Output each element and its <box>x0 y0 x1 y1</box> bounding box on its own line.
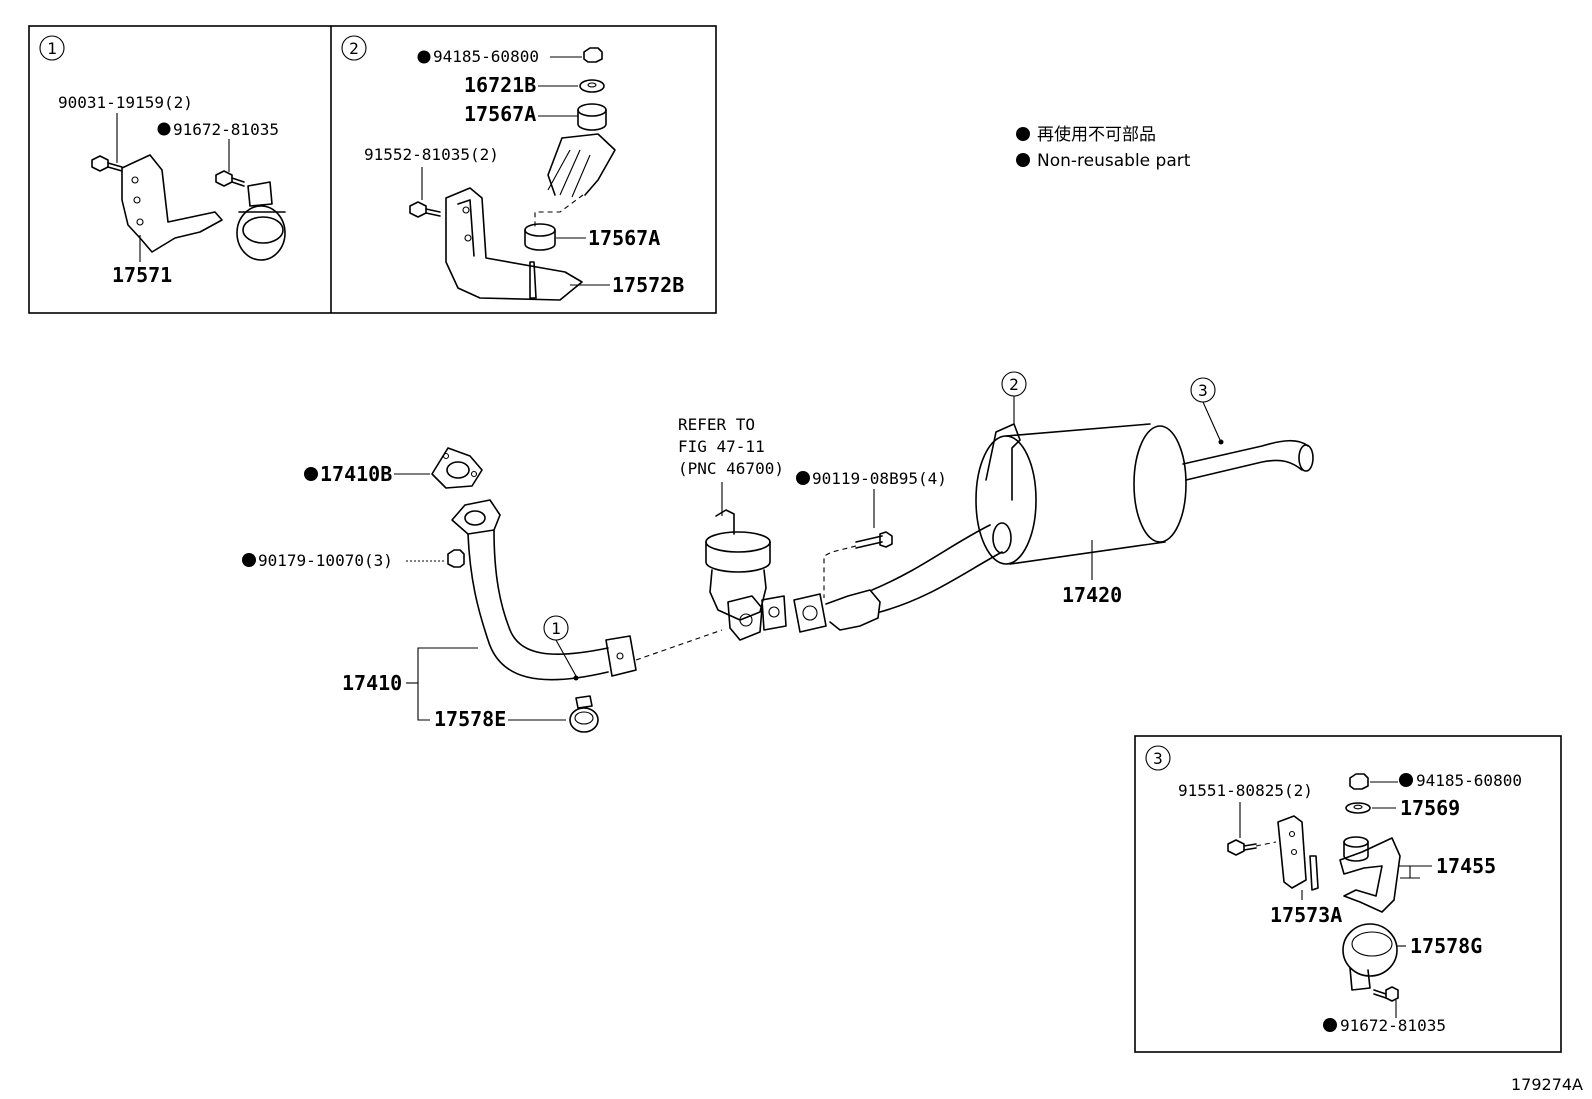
main-marker-2: 2 <box>1009 375 1019 394</box>
legend: 再使用不可部品 Non-reusable part <box>1016 124 1191 171</box>
inset-1-bracket-label: 17571 <box>112 263 172 287</box>
inset-1-bolt2-label: 91672-81035 <box>173 120 279 139</box>
non-reusable-dot <box>417 50 431 64</box>
nut-icon <box>1349 773 1369 790</box>
main-assembly: 17410B 90179-10070(3) 1 <box>242 371 1314 733</box>
inset-2-nut-label: 94185-60800 <box>433 47 539 66</box>
clamp-icon <box>236 181 286 261</box>
inset-box-top <box>28 25 717 314</box>
bolt-icon <box>215 170 245 187</box>
inset-2-washer-label: 16721B <box>464 73 536 97</box>
legend-japanese: 再使用不可部品 <box>1037 124 1156 145</box>
nut-icon <box>447 549 465 568</box>
bolt-icon <box>1227 839 1257 856</box>
tail-pipe-label: 17420 <box>1062 583 1122 607</box>
inset-2-bracket-label: 17572B <box>612 273 684 297</box>
non-reusable-dot <box>157 122 171 136</box>
nut-label: 90179-10070(3) <box>258 551 393 570</box>
inset-3-bolt2-label: 91672-81035 <box>1340 1016 1446 1035</box>
bolt-label: 90119-08B95(4) <box>812 469 947 488</box>
tail-pipe-icon <box>793 522 1012 633</box>
cushion-icon <box>524 223 556 251</box>
cushion-icon <box>577 103 607 131</box>
muffler-icon <box>975 423 1314 565</box>
non-reusable-dot <box>1016 127 1030 141</box>
inset-2-cushion-top-label: 17567A <box>464 102 536 126</box>
inset-1-marker: 1 <box>47 39 57 58</box>
refer-line-2: FIG 47-11 <box>678 437 765 456</box>
bracket-icon <box>445 187 583 301</box>
nut-icon <box>583 47 603 63</box>
main-marker-1: 1 <box>551 619 561 638</box>
bolt-icon <box>409 201 441 218</box>
bracket-hanger-icon <box>1339 836 1401 913</box>
washer-icon <box>1345 802 1371 814</box>
refer-line-3: (PNC 46700) <box>678 459 784 478</box>
non-reusable-dot <box>304 467 318 481</box>
inset-3-bolt-label: 91551-80825(2) <box>1178 781 1313 800</box>
bolt-icon <box>855 531 893 549</box>
legend-english: Non-reusable part <box>1037 151 1191 171</box>
clamp-icon <box>569 695 599 733</box>
non-reusable-dot <box>1323 1018 1337 1032</box>
inset-3-marker: 3 <box>1153 749 1163 768</box>
gasket-label: 17410B <box>320 462 392 486</box>
front-pipe-icon <box>451 499 637 681</box>
inset-3-hanger-label: 17455 <box>1436 854 1496 878</box>
figure-code: 179274A <box>1511 1075 1583 1094</box>
clamp-icon <box>1342 923 1398 991</box>
inset-1: 1 90031-19159(2) 91672-81035 17571 <box>39 35 286 287</box>
non-reusable-dot <box>796 471 810 485</box>
non-reusable-dot <box>242 553 256 567</box>
inset-3-clamp-label: 17578G <box>1410 934 1482 958</box>
bolt-icon <box>1373 986 1399 1002</box>
inset-2-marker: 2 <box>349 39 359 58</box>
washer-icon <box>579 79 605 93</box>
inset-1-bolt-label: 90031-19159(2) <box>58 93 193 112</box>
inset-3-nut-label: 94185-60800 <box>1416 771 1522 790</box>
converter-icon <box>705 509 787 641</box>
bracket-icon <box>121 154 223 253</box>
inset-3-washer-label: 17569 <box>1400 796 1460 820</box>
non-reusable-dot <box>1399 773 1413 787</box>
inset-2-cushion-bottom-label: 17567A <box>588 226 660 250</box>
refer-line-1: REFER TO <box>678 415 755 434</box>
inset-2-bolt-label: 91552-81035(2) <box>364 145 499 164</box>
non-reusable-dot <box>1016 153 1030 167</box>
inset-3: 3 94185-60800 17569 91551-80825(2) <box>1134 735 1562 1053</box>
inset-2: 2 94185-60800 16721B 17567A 91552-81035(… <box>341 35 684 301</box>
bracket-icon <box>1277 815 1319 891</box>
clamp-label: 17578E <box>434 707 506 731</box>
main-marker-3: 3 <box>1198 381 1208 400</box>
inset-3-bracket-label: 17573A <box>1270 903 1342 927</box>
front-pipe-label: 17410 <box>342 671 402 695</box>
bolt-icon <box>91 155 123 172</box>
gasket-icon <box>431 447 483 489</box>
